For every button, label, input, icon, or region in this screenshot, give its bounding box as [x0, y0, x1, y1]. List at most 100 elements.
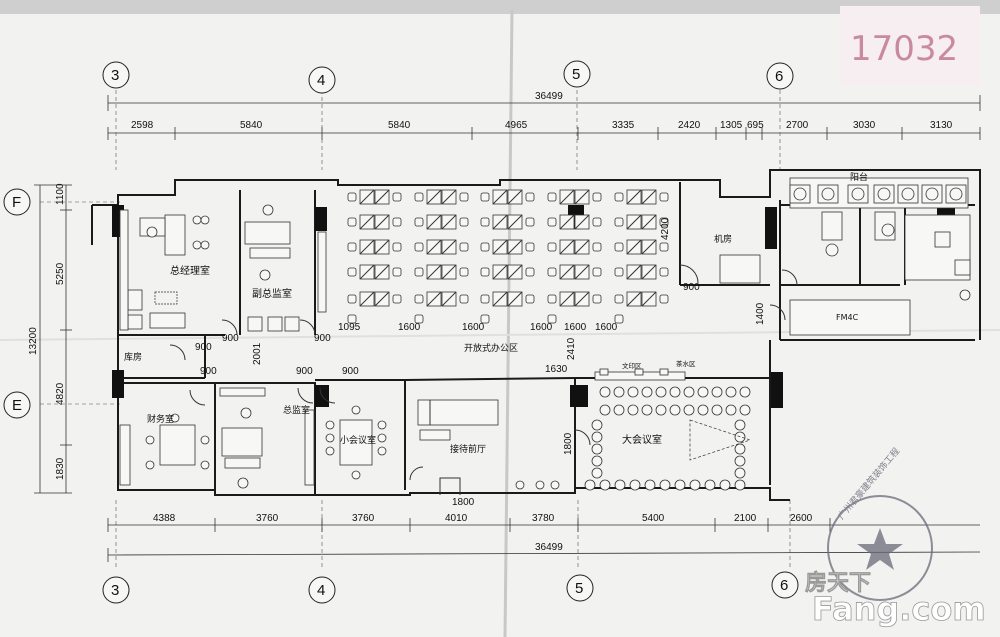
- svg-text:E: E: [12, 397, 22, 414]
- meeting-chair: [613, 386, 625, 398]
- meeting-chair: [739, 386, 751, 398]
- meeting-chair: [591, 467, 603, 479]
- top-dimension-segments: 2598 5840 5840 4965 3335 2420 1305 695 2…: [108, 120, 980, 134]
- exterior-walls: [91, 169, 981, 501]
- desk-chair: [614, 242, 624, 252]
- workstation-divider: [441, 291, 457, 307]
- svg-text:17032: 17032: [850, 29, 958, 69]
- deputy-director-furniture: [244, 204, 327, 332]
- meeting-chair: [697, 404, 709, 416]
- desk-chair: [392, 242, 402, 252]
- ac-fan: [949, 187, 963, 201]
- workstation-divider: [507, 291, 523, 307]
- workstation-divider: [626, 291, 642, 307]
- desk-chair: [480, 267, 490, 277]
- desk-chair: [392, 294, 402, 304]
- paper-top-edge: [0, 0, 1000, 14]
- workstation-divider: [507, 189, 523, 205]
- meeting-chair: [674, 479, 686, 491]
- desk-chair: [659, 242, 669, 252]
- svg-text:5: 5: [575, 580, 583, 597]
- dim-int-3: 2001: [252, 342, 263, 365]
- dim-top-4: 3335: [612, 120, 635, 131]
- top-dimension-total: 36499: [107, 91, 981, 111]
- gm-office-furniture: [119, 209, 210, 331]
- workstation-divider: [559, 214, 575, 230]
- interior-dimensions: 900 900 900 2001 900 900 900 1630 2410 1…: [195, 217, 766, 508]
- workstation-divider: [359, 239, 375, 255]
- desk-chair: [659, 267, 669, 277]
- workstation-divider: [441, 214, 457, 230]
- workstation-divider: [641, 189, 657, 205]
- dim-int-14: 1095: [338, 322, 361, 333]
- meeting-chair: [734, 479, 746, 491]
- dim-top-2: 5840: [388, 120, 411, 131]
- dim-top-5: 2420: [678, 120, 701, 131]
- grid-bubble-bottom-4: 4: [308, 576, 336, 604]
- meeting-chair: [591, 455, 603, 467]
- dim-int-7: 1630: [545, 364, 568, 375]
- workstation-divider: [626, 189, 642, 205]
- room-small-meeting: 小会议室: [340, 434, 376, 446]
- workstation-divider: [374, 291, 390, 307]
- workstation-divider: [559, 291, 575, 307]
- dim-int-9: 1800: [563, 432, 574, 455]
- desk-chair: [414, 267, 424, 277]
- grid-bubble-left-F: F: [3, 188, 31, 216]
- room-director: 总监室: [283, 404, 310, 416]
- ac-fan: [821, 187, 835, 201]
- dim-int-6: 900: [342, 366, 359, 377]
- dim-bottom-1: 3760: [256, 513, 279, 524]
- meeting-chair: [734, 467, 746, 479]
- watermark-cn: 房天下: [805, 570, 871, 596]
- dim-bottom-5: 5400: [642, 513, 665, 524]
- desk-chair: [392, 217, 402, 227]
- workstation-divider: [359, 264, 375, 280]
- meeting-chair: [659, 479, 671, 491]
- desk-chair: [614, 314, 624, 324]
- workstation-divider: [492, 291, 508, 307]
- grid-bubble-top-4: 4: [308, 66, 336, 94]
- desk-chair: [614, 267, 624, 277]
- meeting-chair: [599, 386, 611, 398]
- workstation-divider: [626, 264, 642, 280]
- desk-chair: [592, 242, 602, 252]
- grid-bubble-bottom-5: 5: [566, 574, 594, 602]
- room-machine: 机房: [714, 233, 732, 245]
- workstation-divider: [441, 189, 457, 205]
- meeting-chair: [739, 404, 751, 416]
- dim-int-15: 1600: [398, 322, 421, 333]
- meeting-chair: [683, 386, 695, 398]
- dim-int-16: 1600: [462, 322, 485, 333]
- small-meeting-furniture: [304, 405, 387, 486]
- dim-top-8: 2700: [786, 120, 809, 131]
- meeting-chair: [599, 404, 611, 416]
- desk-chair: [459, 192, 469, 202]
- dim-top-3: 4965: [505, 120, 528, 131]
- meeting-chair: [734, 419, 746, 431]
- desk-chair: [525, 267, 535, 277]
- room-deputy-director: 副总监室: [252, 287, 292, 300]
- workstation-divider: [641, 264, 657, 280]
- desk-chair: [525, 294, 535, 304]
- desk-chair: [614, 294, 624, 304]
- workstation-divider: [641, 291, 657, 307]
- meeting-chair: [711, 386, 723, 398]
- svg-text:4: 4: [317, 582, 325, 599]
- dim-left-3: 1830: [55, 457, 66, 480]
- desk-chair: [480, 242, 490, 252]
- left-total-label: 13200: [28, 327, 39, 355]
- workstation-divider: [626, 214, 642, 230]
- desk-chair: [659, 192, 669, 202]
- workstation-divider: [374, 264, 390, 280]
- dim-bottom-0: 4388: [153, 513, 176, 524]
- desk-chair: [547, 217, 557, 227]
- svg-text:4: 4: [317, 72, 325, 89]
- meeting-chair: [591, 419, 603, 431]
- room-finance: 财务室: [147, 413, 174, 425]
- workstation-divider: [492, 189, 508, 205]
- workstation-divider: [359, 214, 375, 230]
- dim-bottom-2: 3760: [352, 513, 375, 524]
- desk-chair: [480, 294, 490, 304]
- dim-top-9: 3030: [853, 120, 876, 131]
